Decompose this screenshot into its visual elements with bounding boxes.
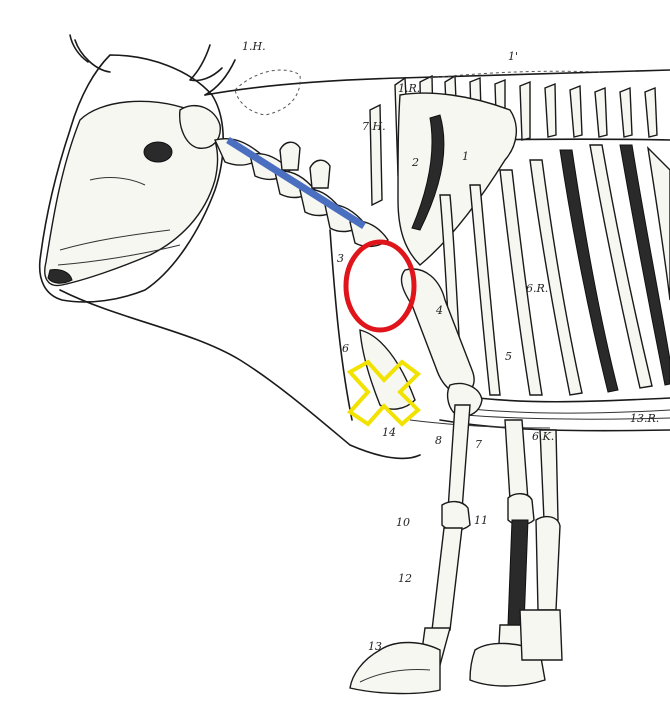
label-13: 13 — [368, 640, 382, 653]
label-11: 11 — [474, 514, 488, 527]
cervical-vertebrae — [215, 70, 388, 246]
label-6r: 6.R. — [526, 282, 548, 295]
eye-orbit — [144, 142, 172, 162]
label-6: 6 — [342, 342, 349, 355]
label-1r: 1.R. — [398, 82, 420, 95]
label-12: 12 — [398, 572, 412, 585]
label-8: 8 — [435, 434, 442, 447]
label-1h: 1.H. — [242, 40, 266, 53]
label-3: 3 — [337, 252, 344, 265]
label-14: 14 — [382, 426, 396, 439]
label-10: 10 — [396, 516, 410, 529]
scapula — [398, 93, 516, 265]
label-7: 7 — [475, 438, 482, 451]
label-6k: 6.K. — [532, 430, 554, 443]
forelimb — [350, 269, 482, 694]
label-13r: 13.R. — [630, 412, 659, 425]
label-1-prime: 1' — [508, 50, 518, 63]
label-4: 4 — [435, 304, 443, 317]
label-7h: 7.H. — [362, 120, 386, 133]
label-1: 1 — [462, 150, 469, 163]
label-5: 5 — [505, 350, 512, 363]
label-2: 2 — [411, 156, 419, 169]
